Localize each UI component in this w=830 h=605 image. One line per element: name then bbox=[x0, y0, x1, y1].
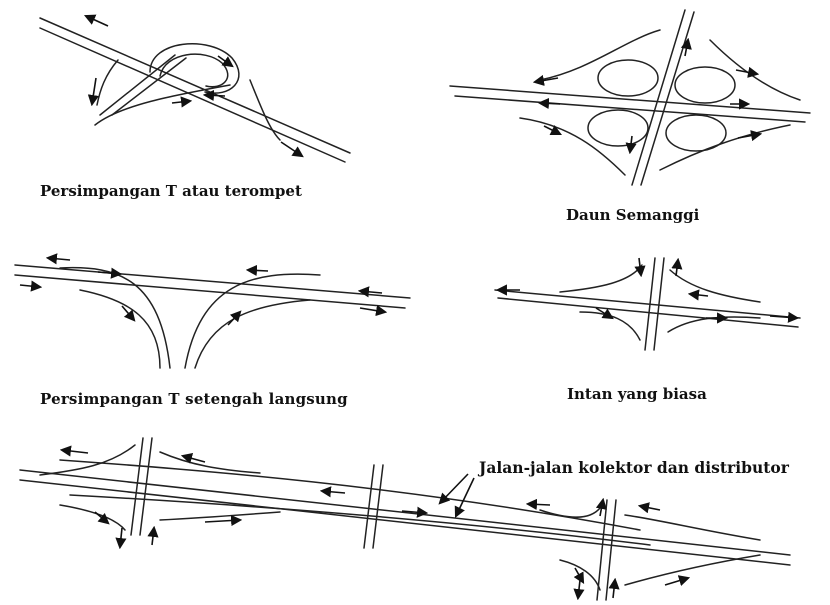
caption-collector-distributor: Jalan-jalan kolektor dan distributor bbox=[479, 458, 789, 477]
caption-diamond: Intan yang biasa bbox=[567, 385, 707, 403]
collector-distributor-roads bbox=[19, 437, 791, 601]
trumpet-interchange bbox=[39, 14, 351, 163]
caption-half-direct-t: Persimpangan T setengah langsung bbox=[40, 390, 348, 408]
half-direct-t-interchange bbox=[14, 253, 411, 369]
cloverleaf-interchange bbox=[449, 9, 811, 186]
diamond-interchange bbox=[494, 257, 801, 351]
caption-trumpet: Persimpangan T atau terompet bbox=[40, 182, 302, 200]
caption-cloverleaf: Daun Semanggi bbox=[566, 206, 700, 224]
